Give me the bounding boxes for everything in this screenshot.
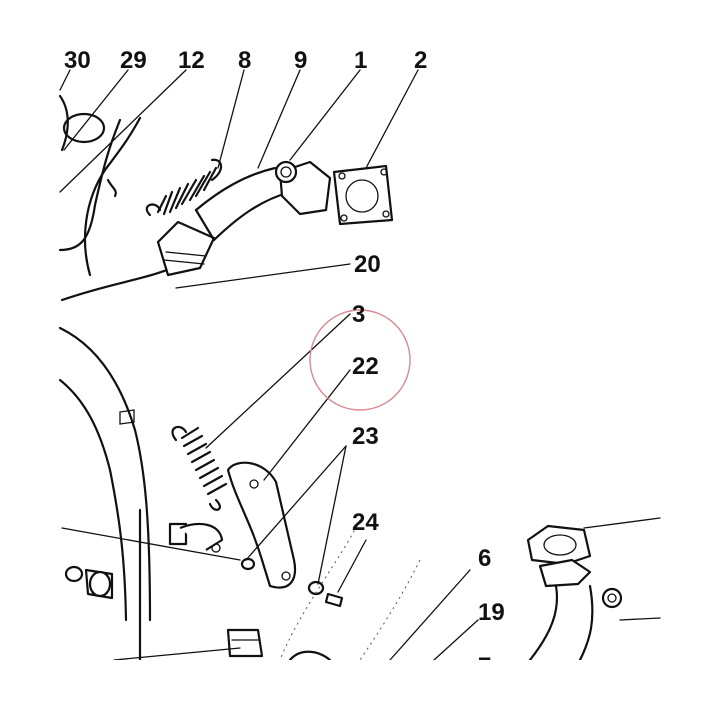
callout-2: 2 <box>414 47 427 74</box>
spring-3 <box>171 425 228 511</box>
callout-22: 22 <box>352 353 379 380</box>
callout-23: 23 <box>352 423 379 450</box>
callout-9: 9 <box>294 47 307 74</box>
callout-12: 12 <box>178 47 205 74</box>
spring-8 <box>145 158 223 217</box>
middle-bracket-assembly <box>58 326 421 662</box>
callout-24: 24 <box>352 509 379 536</box>
highlight-circle <box>309 309 411 411</box>
callout-labels: 30 29 12 8 9 1 2 20 3 22 23 24 6 19 7 <box>64 47 505 680</box>
leader-lines <box>59 69 661 661</box>
callout-3: 3 <box>352 301 365 328</box>
callout-1: 1 <box>354 47 367 74</box>
callout-8: 8 <box>238 47 251 74</box>
callout-6: 6 <box>478 545 491 572</box>
callout-20: 20 <box>354 251 381 278</box>
lower-right-pipe <box>526 524 623 662</box>
upper-pipe-assembly <box>58 94 394 302</box>
callout-29: 29 <box>120 47 147 74</box>
callout-30: 30 <box>64 47 91 74</box>
callout-19: 19 <box>478 599 505 626</box>
